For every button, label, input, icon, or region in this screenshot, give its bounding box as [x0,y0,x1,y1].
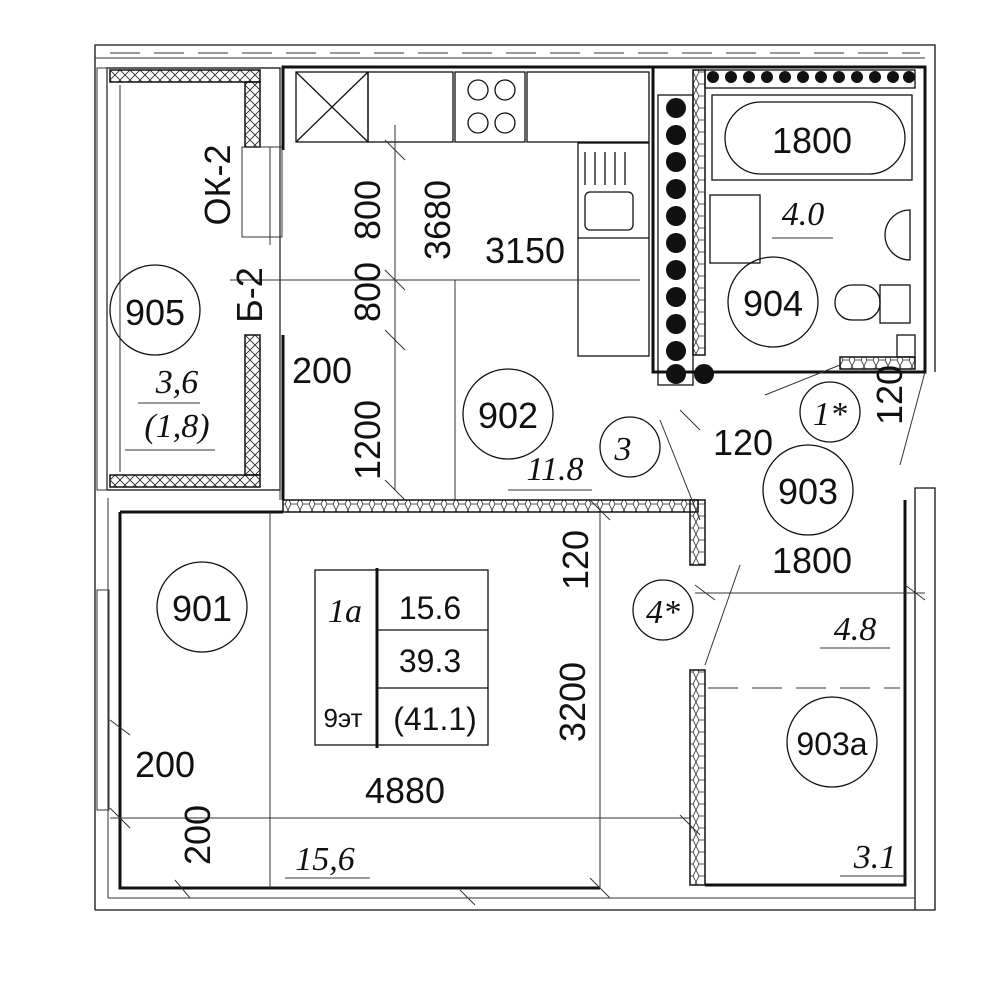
mark-3: 3 [614,431,632,468]
kitchen-902 [230,65,706,566]
dim-200-left: 200 [135,744,195,785]
room-902-number: 902 [478,395,538,436]
rooms-lower [96,364,926,890]
mark-4-star: 4* [646,594,680,631]
dimensions: 200 800 800 3680 3150 1200 1800 120 120 … [109,120,926,906]
room-905-area-reduced: (1,8) [144,408,209,445]
dim-120-right: 120 [869,365,910,425]
sink [584,191,634,231]
room-901-area: 15,6 [295,841,355,878]
dim-3150: 3150 [485,230,565,271]
room-901-number: 901 [172,588,232,629]
dim-3680: 3680 [417,180,458,260]
dim-1200: 1200 [347,400,388,480]
floor-number: 9эт [323,703,362,733]
window-ok2 [241,146,283,238]
outer-walls [94,44,936,911]
dim-800-b: 800 [347,262,388,322]
door-mark-b2: Б-2 [229,267,270,323]
room-903-number: 903 [778,471,838,512]
room-labels: 905 902 904 903 903a 901 3 1* 4* [109,256,878,788]
stove [454,71,526,143]
room-areas: 3,6 (1,8) 11.8 4.0 4.8 3.1 15,6 [125,196,905,879]
window-mark-ok2: ОК-2 [197,145,238,226]
total-area-with-balcony: (41.1) [393,701,477,737]
dim-4880: 4880 [365,770,445,811]
room-903a-number: 903a [796,726,867,762]
dim-1800-bath: 1800 [772,120,852,161]
mark-1-star: 1* [813,396,847,433]
washbasin [884,209,911,261]
bathroom-904 [651,65,927,386]
apartment-info-table: 1a 15.6 39.3 9эт (41.1) [314,568,489,748]
balcony-905 [96,67,283,500]
dim-120-corridor: 120 [713,422,773,463]
room-903a-area: 3.1 [853,839,897,876]
dim-800-a: 800 [347,180,388,240]
room-904-area: 4.0 [782,196,825,233]
bathtub [711,94,913,181]
washing-machine [709,194,761,264]
room-905-area: 3,6 [155,364,199,401]
room-904-number: 904 [743,283,803,324]
total-area: 39.3 [399,643,461,679]
dim-120-mid: 120 [555,530,596,590]
room-902-area: 11.8 [527,451,584,488]
room-903-area: 4.8 [834,611,877,648]
dim-200-balcony: 200 [292,350,352,391]
toilet [834,284,881,321]
room-905-number: 905 [125,292,185,333]
living-area: 15.6 [399,590,461,626]
dim-3200: 3200 [552,662,593,742]
apartment-type: 1a [328,593,362,630]
dim-200-bottom: 200 [177,805,218,865]
dim-1800-corridor: 1800 [772,540,852,581]
